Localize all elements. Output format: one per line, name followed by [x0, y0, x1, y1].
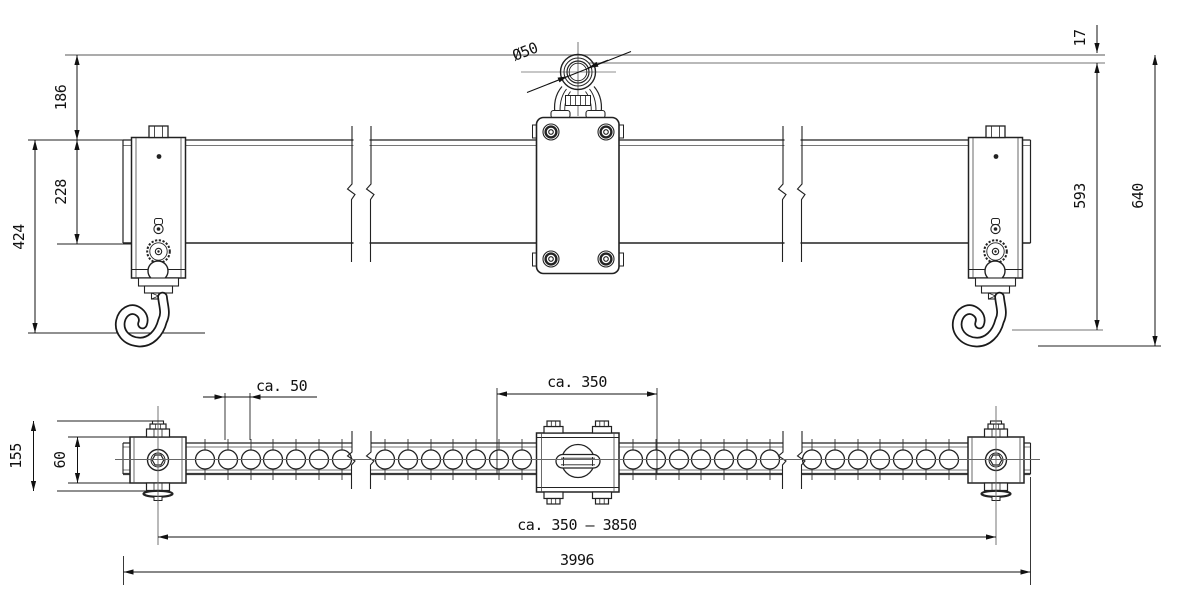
dim-label-155: 155	[7, 443, 25, 469]
end-block-right-front	[957, 125, 1024, 342]
front-view: Ø50 186 228 424 17 593 640	[10, 25, 1161, 346]
hex-socket-icon	[989, 454, 1003, 466]
hex-socket-icon	[151, 454, 165, 466]
lifting-eye	[550, 42, 606, 119]
dim-label-3996: 3996	[560, 551, 595, 569]
break-lines-front	[346, 126, 806, 262]
plan-dimensions: 155 60 ca. 50 ca. 350 ca. 350 – 3850 399…	[7, 373, 1031, 585]
dim-label-186: 186	[52, 84, 70, 110]
dim-label-ca350: ca. 350	[547, 373, 607, 391]
dim-label-60: 60	[51, 451, 69, 469]
break-lines-plan	[346, 431, 806, 489]
front-dimensions: 186 228 424 17 593 640	[10, 25, 1158, 346]
eye-pin-top	[555, 453, 601, 469]
dim-label-hook-range: ca. 350 – 3850	[517, 516, 637, 534]
dim-label-17: 17	[1071, 29, 1089, 46]
center-clamp-plan	[535, 420, 620, 505]
dim-label-424: 424	[10, 224, 28, 250]
dim-label-593: 593	[1071, 183, 1089, 209]
center-plate	[532, 116, 624, 275]
dim-label-640: 640	[1129, 183, 1147, 209]
dim-label-ca50: ca. 50	[256, 377, 308, 395]
eye-diameter-leader: Ø50	[510, 38, 632, 93]
dim-label-eye-hole: Ø50	[510, 38, 541, 64]
dim-label-228: 228	[52, 179, 70, 205]
plan-view: 155 60 ca. 50 ca. 350 ca. 350 – 3850 399…	[7, 373, 1040, 585]
end-block-left-front	[120, 125, 187, 342]
